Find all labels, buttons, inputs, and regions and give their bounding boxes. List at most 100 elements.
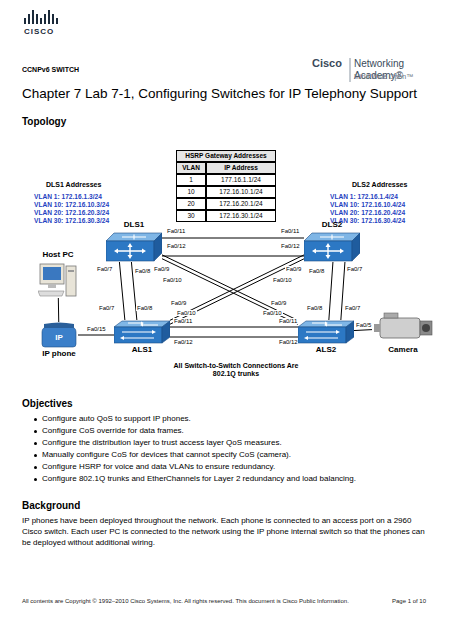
address-text: VLAN 30: 172.16.30.3/24 bbox=[34, 217, 109, 225]
bullet-text: Configure 802.1Q trunks and EtherChannel… bbox=[42, 474, 442, 485]
bullet-dot bbox=[34, 466, 37, 469]
bullet-dot bbox=[34, 430, 37, 433]
host-pc: Host PC bbox=[38, 262, 78, 298]
brand-name: Cisco bbox=[312, 57, 342, 70]
section-heading: Objectives bbox=[22, 398, 73, 410]
table-cell: 10 bbox=[176, 186, 206, 198]
port-label: Fa0/7 bbox=[96, 266, 113, 272]
device-label: Host PC bbox=[42, 251, 73, 260]
port-label: Fa0/11 bbox=[278, 318, 298, 324]
port-label: Fa0/12 bbox=[166, 243, 187, 249]
network-link bbox=[170, 327, 298, 328]
network-link bbox=[162, 256, 304, 257]
video-camera: Camera bbox=[372, 312, 434, 344]
port-label: Fa0/8 bbox=[308, 268, 325, 274]
address-text: VLAN 20: 172.16.20.3/24 bbox=[34, 209, 109, 217]
port-label: Fa0/10 bbox=[162, 277, 183, 283]
port-label: Fa0/11 bbox=[173, 318, 193, 324]
network-link bbox=[170, 259, 304, 324]
table-cell: 20 bbox=[176, 198, 206, 210]
video-camera-icon bbox=[372, 312, 434, 344]
address-text: VLAN 1: 172.16.1.4/24 bbox=[330, 193, 398, 201]
network-link bbox=[119, 262, 124, 320]
port-label: Fa0/12 bbox=[278, 339, 299, 345]
port-label: Fa0/12 bbox=[280, 243, 301, 249]
network-link bbox=[170, 337, 298, 338]
port-label: Fa0/8 bbox=[306, 305, 323, 311]
port-label: Fa0/10 bbox=[176, 310, 197, 316]
access-switch-icon bbox=[114, 320, 170, 344]
page-title: Chapter 7 Lab 7-1, Configuring Switches … bbox=[22, 86, 417, 102]
network-link bbox=[162, 255, 298, 321]
ip-phone: IPIP phone bbox=[40, 322, 78, 348]
address-text: VLAN 1: 172.16.1.3/24 bbox=[34, 193, 102, 201]
port-label: Fa0/8 bbox=[134, 268, 151, 274]
port-label: Fa0/15 bbox=[86, 326, 107, 332]
multilayer-switch: DLS1 bbox=[106, 232, 162, 262]
multilayer-switch-icon bbox=[304, 232, 360, 262]
device-label: DLS1 bbox=[124, 221, 144, 230]
device-badge: IP bbox=[55, 334, 63, 343]
cisco-bars bbox=[24, 10, 58, 24]
logo-divider bbox=[350, 58, 351, 82]
port-label: Fa0/10 bbox=[272, 277, 293, 283]
bullet-text: Configure HSRP for voice and data VLANs … bbox=[42, 462, 442, 473]
table-header: VLAN bbox=[176, 162, 206, 174]
bullet-text: Configure CoS override for data frames. bbox=[42, 426, 442, 437]
address-text: VLAN 10: 172.16.10.3/24 bbox=[34, 201, 109, 209]
logo-text: CISCO bbox=[24, 27, 54, 37]
device-label: IP phone bbox=[42, 350, 76, 359]
port-label: Fa0/10 bbox=[262, 310, 283, 316]
table-header: HSRP Gateway Addresses bbox=[176, 150, 276, 162]
device-label: ALS2 bbox=[316, 346, 336, 355]
bullet-dot bbox=[34, 478, 37, 481]
port-label: Fa0/9 bbox=[170, 300, 187, 306]
port-label: Fa0/7 bbox=[346, 266, 363, 272]
address-text: DLS1 Addresses bbox=[46, 181, 101, 189]
access-switch: ALS1 bbox=[114, 320, 170, 344]
bullet-text: Configure the distribution layer to trus… bbox=[42, 438, 442, 449]
network-link bbox=[58, 298, 59, 322]
access-switch-icon bbox=[298, 320, 354, 344]
port-label: Fa0/7 bbox=[98, 305, 115, 311]
table-cell: 172.16.20.1/24 bbox=[206, 198, 276, 210]
address-text: VLAN 10: 172.16.10.4/24 bbox=[330, 201, 405, 209]
network-link bbox=[329, 262, 333, 320]
table-cell: 172.16.10.1/24 bbox=[206, 186, 276, 198]
network-link bbox=[170, 255, 304, 320]
section-heading: Background bbox=[22, 500, 80, 512]
address-text: DLS2 Addresses bbox=[352, 181, 407, 189]
multilayer-switch: DLS2 bbox=[304, 232, 360, 262]
device-label: Camera bbox=[388, 346, 417, 355]
section-heading: Topology bbox=[22, 116, 66, 128]
table-cell: 30 bbox=[176, 210, 206, 222]
paragraph: IP phones have been deployed throughout … bbox=[22, 516, 432, 548]
table-cell: 177.16.1.1/24 bbox=[206, 174, 276, 186]
port-label: Fa0/7 bbox=[344, 305, 361, 311]
bullet-text: Manually configure CoS for devices that … bbox=[42, 450, 442, 461]
footer-text: All contents are Copyright © 1992–2010 C… bbox=[22, 598, 349, 605]
table-cell: 1 bbox=[176, 174, 206, 186]
note-text: All Switch-to-Switch Connections Are 802… bbox=[168, 362, 304, 379]
device-label: DLS2 bbox=[322, 221, 342, 230]
port-label: Fa0/9 bbox=[285, 266, 302, 272]
bullet-dot bbox=[34, 418, 37, 421]
bullet-dot bbox=[34, 442, 37, 445]
table-cell: 172.16.30.1/24 bbox=[206, 210, 276, 222]
port-label: Fa0/12 bbox=[173, 339, 194, 345]
tagline: Mind Wide Open™ bbox=[354, 73, 413, 81]
network-link bbox=[354, 329, 372, 331]
port-label: Fa0/8 bbox=[136, 305, 153, 311]
multilayer-switch-icon bbox=[106, 232, 162, 262]
bullet-text: Configure auto QoS to support IP phones. bbox=[42, 414, 442, 425]
port-label: Fa0/11 bbox=[280, 228, 300, 234]
host-pc-icon bbox=[38, 262, 78, 298]
port-label: Fa0/11 bbox=[166, 228, 186, 234]
address-text: VLAN 20: 172.16.20.4/24 bbox=[330, 209, 405, 217]
port-label: Fa0/9 bbox=[270, 300, 287, 306]
table-header: IP Address bbox=[206, 162, 276, 174]
device-label: ALS1 bbox=[132, 346, 152, 355]
port-label: Fa0/9 bbox=[153, 266, 170, 272]
bullet-dot bbox=[34, 454, 37, 457]
